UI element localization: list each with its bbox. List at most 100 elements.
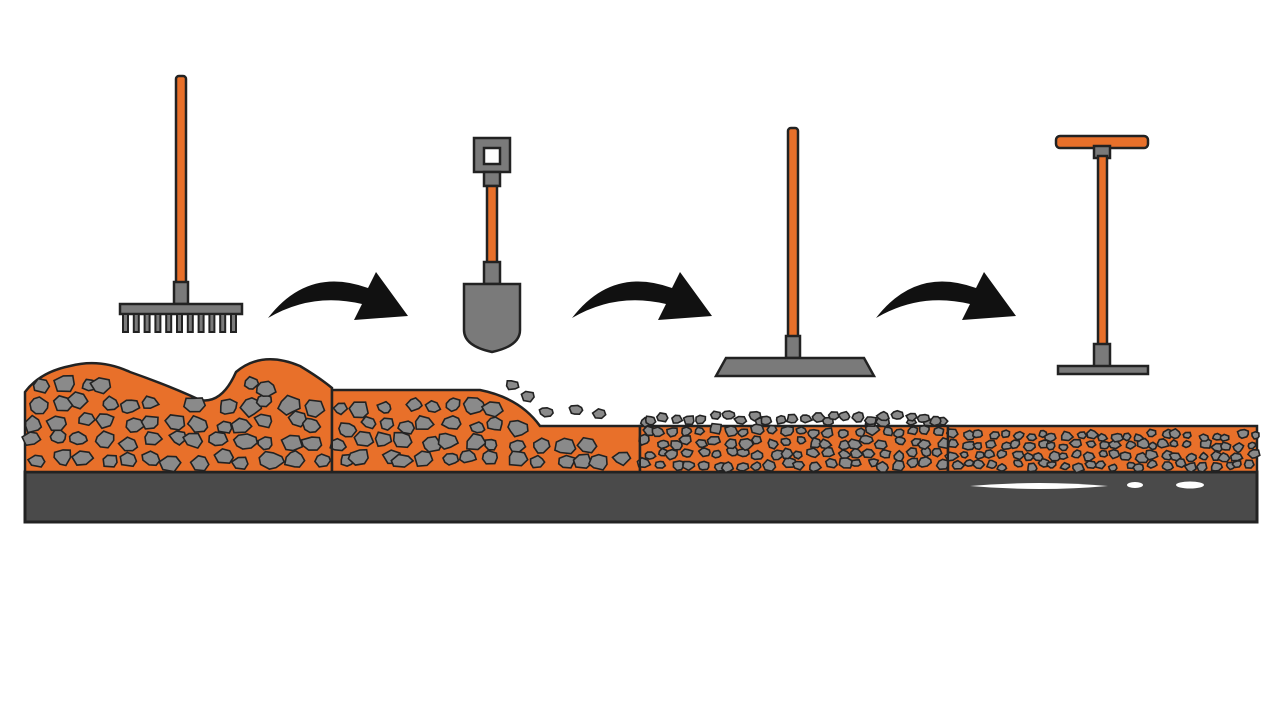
gravel-stone — [748, 410, 762, 422]
gravel-stone — [189, 454, 210, 472]
gravel-stone — [1070, 449, 1082, 459]
gravel-stone — [767, 438, 779, 450]
gravel-stone — [1013, 459, 1024, 468]
gravel-stone — [780, 425, 795, 437]
gravel-stone — [724, 438, 738, 450]
gravel-stone — [29, 396, 49, 415]
gravel-stone — [961, 440, 976, 451]
gravel-stone — [1012, 430, 1025, 441]
gravel-stone — [437, 432, 460, 450]
gravel-stone — [750, 449, 764, 461]
gravel-stone — [818, 438, 833, 450]
gravel-stone — [824, 457, 839, 469]
rake-tine — [219, 313, 227, 333]
gravel-stone — [45, 415, 68, 432]
gravel-stone — [572, 453, 593, 470]
gravel-stone — [972, 458, 986, 470]
gravel-stone — [1169, 439, 1179, 448]
wet-sheen-dot — [1176, 481, 1204, 489]
gravel-stone — [1022, 441, 1037, 452]
gravel-stone — [374, 431, 393, 448]
gravel-stone — [24, 414, 43, 434]
gravel-stone — [348, 401, 369, 419]
rake-tine — [143, 313, 151, 333]
gravel-stone — [1076, 431, 1088, 440]
gravel-stone — [186, 414, 209, 434]
gravel-stone — [568, 404, 584, 416]
rake-icon — [118, 74, 244, 333]
gravel-stone — [481, 449, 499, 465]
gravel-section-spread — [329, 379, 642, 474]
gravel-stone — [890, 409, 905, 420]
gravel-stone — [553, 437, 577, 455]
gravel-stone — [1011, 450, 1025, 461]
gravel-stone — [216, 420, 233, 434]
gravel-stone — [775, 414, 787, 425]
gravel-stone — [1108, 448, 1121, 460]
gravel-stone — [1146, 459, 1158, 469]
gravel-stone — [1174, 457, 1187, 469]
gravel-stone — [1219, 433, 1230, 442]
gravel-stone — [26, 454, 46, 468]
gravel-stone — [770, 449, 784, 461]
gravel-stone — [906, 457, 919, 469]
gravel-stone — [182, 397, 207, 413]
arrow-2-icon — [572, 272, 712, 320]
gravel-stone — [1145, 428, 1157, 438]
gravel-stone — [287, 410, 308, 428]
gravel-stone — [945, 428, 959, 439]
arrow-1-icon — [268, 272, 408, 320]
gravel-stone — [811, 412, 827, 423]
gravel-stone — [213, 448, 235, 465]
gravel-stone — [1185, 452, 1198, 463]
gravel-stone — [1058, 452, 1069, 461]
gravel-stone — [959, 450, 969, 459]
gravel-stone — [1110, 432, 1125, 443]
gravel-stone — [390, 453, 415, 468]
gravel-stone — [864, 423, 881, 437]
gravel-stone — [780, 447, 794, 460]
gravel-stone — [882, 426, 894, 437]
gravel-stone — [424, 399, 442, 414]
gravel-stone — [1009, 439, 1021, 450]
gravel-stone — [791, 460, 806, 471]
gravel-stone — [529, 454, 546, 469]
gravel-stone — [892, 428, 905, 439]
gravel-stone — [347, 448, 369, 466]
gravel-stone — [414, 414, 435, 431]
gravel-stone — [1059, 461, 1071, 471]
gravel-section-compacted — [944, 424, 1261, 474]
screed-icon — [713, 126, 877, 378]
gravel-stone — [799, 414, 814, 424]
gravel-stone — [785, 413, 799, 424]
gravel-stone — [663, 448, 678, 461]
gravel-stone — [421, 435, 442, 453]
gravel-stone — [796, 435, 807, 445]
gravel-stone — [720, 461, 735, 474]
gravel-stone — [670, 414, 684, 424]
gravel-stone — [681, 426, 693, 437]
gravel-stone — [1046, 460, 1057, 469]
gravel-stone — [1251, 430, 1260, 440]
gravel-stone — [119, 399, 141, 415]
gravel-stone — [1246, 448, 1261, 460]
gravel-stone — [1027, 462, 1038, 473]
gravel-stone — [697, 447, 711, 458]
gravel-stone — [892, 459, 906, 472]
gravel-stone — [1211, 432, 1223, 441]
rake-tine — [132, 313, 140, 333]
gravel-stone — [724, 425, 739, 438]
gravel-stone — [1098, 449, 1109, 458]
gravel-stone — [932, 426, 945, 437]
gravel-stone — [158, 455, 182, 473]
gravel-stone — [983, 449, 996, 459]
gravel-stone — [1156, 438, 1171, 449]
gravel-stone — [1043, 432, 1057, 443]
gravel-stone — [78, 411, 97, 427]
rake-tine — [208, 313, 216, 333]
gravel-stone — [338, 422, 358, 438]
gravel-stone — [678, 435, 692, 446]
gravel-stone — [70, 450, 95, 466]
gravel-stone — [21, 431, 42, 447]
gravel-stone — [894, 436, 907, 446]
